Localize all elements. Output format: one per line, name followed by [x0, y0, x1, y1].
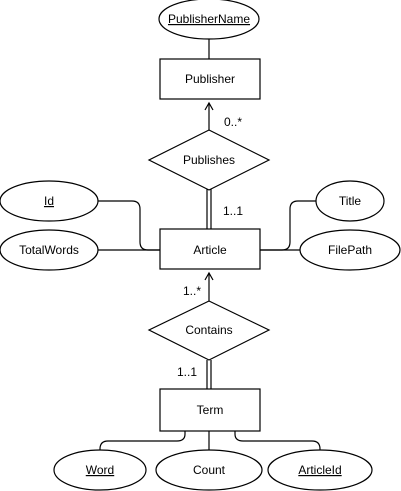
attribute-count-label: Count [193, 463, 226, 477]
attribute-filepath: FilePath [299, 229, 401, 271]
cardinality-publisher: 0..* [224, 115, 242, 129]
attribute-filepath-label: FilePath [328, 243, 372, 257]
attribute-count: Count [155, 449, 263, 491]
entity-publisher-label: Publisher [185, 72, 235, 86]
relationship-contains: Contains [147, 300, 271, 361]
attribute-articleid: ArticleId [267, 449, 373, 491]
relationship-publishes-label: Publishes [183, 153, 235, 167]
relationship-publishes: Publishes [147, 129, 271, 191]
attribute-title: Title [315, 180, 385, 222]
entity-article-label: Article [193, 243, 227, 257]
attribute-word-label: Word [86, 463, 114, 477]
entity-term: Term [159, 388, 261, 432]
attribute-totalwords-label: TotalWords [19, 243, 79, 257]
attribute-totalwords: TotalWords [0, 229, 99, 271]
edge-id-article [98, 200, 160, 251]
entity-term-label: Term [197, 403, 224, 417]
attribute-title-label: Title [339, 194, 362, 208]
entity-publisher: Publisher [159, 58, 261, 100]
attribute-publishername-label: PublisherName [168, 12, 250, 26]
attribute-id-label: Id [44, 194, 54, 208]
attribute-word: Word [53, 449, 147, 491]
cardinality-article-contains: 1..* [183, 284, 201, 298]
attribute-id: Id [0, 180, 99, 222]
cardinality-article-publishes: 1..1 [223, 204, 243, 218]
edge-term-articleid [234, 431, 321, 455]
attribute-articleid-label: ArticleId [298, 463, 341, 477]
relationship-contains-label: Contains [185, 323, 232, 337]
cardinality-term: 1..1 [177, 365, 197, 379]
edge-term-word [99, 431, 186, 455]
entity-article: Article [159, 228, 261, 270]
attribute-publishername: PublisherName [158, 0, 260, 40]
